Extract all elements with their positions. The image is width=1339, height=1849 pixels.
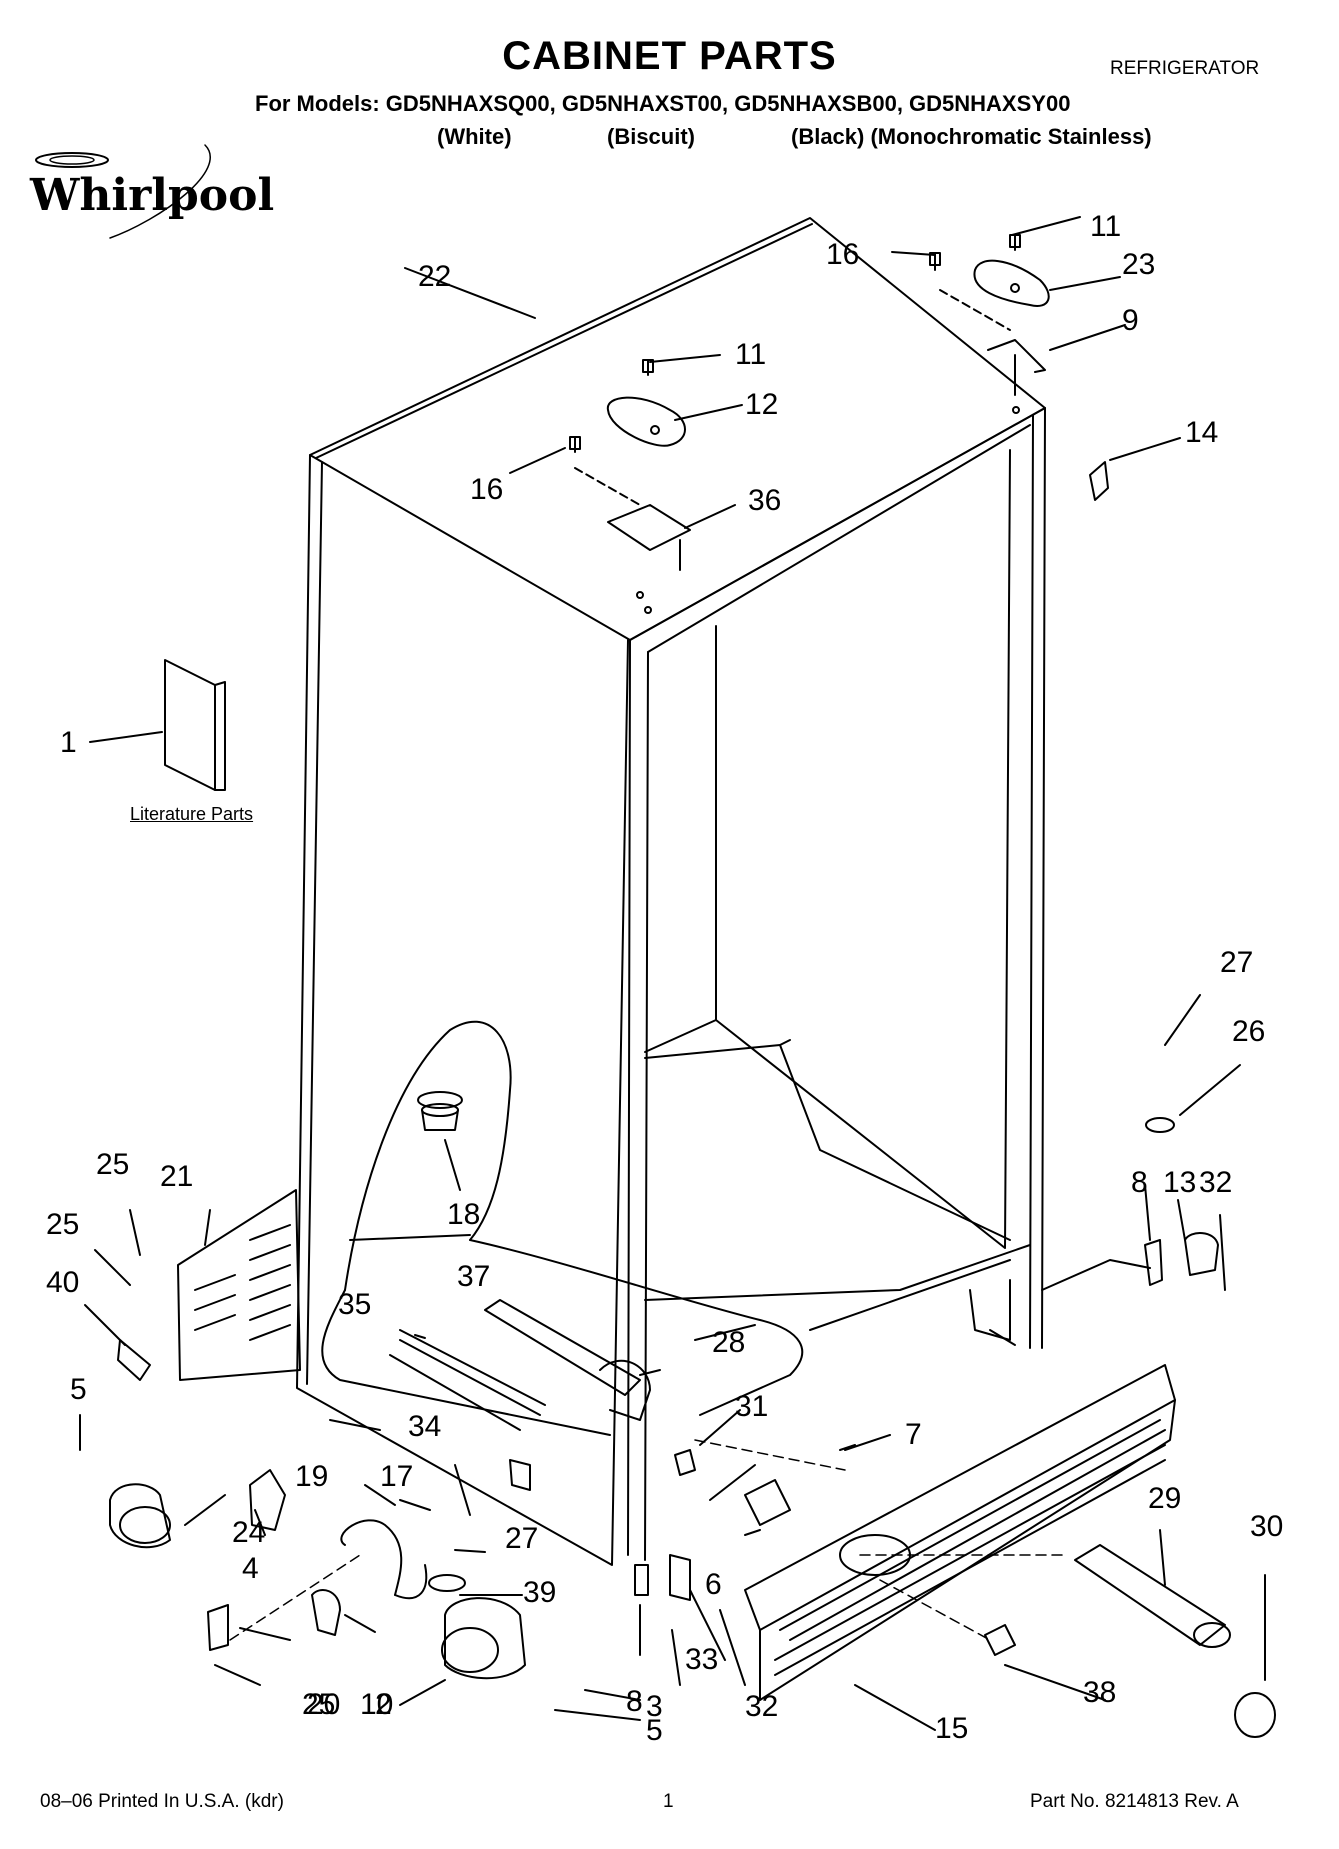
callout-5: 5 bbox=[70, 1373, 87, 1406]
literature-booklet bbox=[164, 659, 226, 791]
lower-hardware-right bbox=[634, 1117, 1219, 1601]
callout-3: 3 bbox=[646, 1690, 663, 1723]
callout-5-lower: 5 bbox=[646, 1714, 663, 1747]
callout-8: 8 bbox=[1131, 1166, 1148, 1199]
callout-35: 35 bbox=[338, 1288, 372, 1321]
color-biscuit: (Biscuit) bbox=[607, 124, 695, 149]
leader-lines bbox=[79, 216, 1266, 1731]
callout-27-lower: 27 bbox=[505, 1522, 539, 1555]
callout-27-right: 27 bbox=[1220, 946, 1254, 979]
callout-20: 20 bbox=[307, 1688, 341, 1721]
rear-vent-panel bbox=[117, 1189, 301, 1381]
callout-14: 14 bbox=[1185, 416, 1219, 449]
callout-39: 39 bbox=[523, 1576, 557, 1609]
top-hinge-center bbox=[569, 359, 691, 614]
callout-37: 37 bbox=[457, 1260, 491, 1293]
top-hinge-right bbox=[929, 234, 1050, 414]
callout-9: 9 bbox=[1122, 304, 1139, 337]
callout-16-top: 16 bbox=[826, 238, 860, 271]
callout-1: 1 bbox=[60, 726, 77, 759]
callout-13: 13 bbox=[1163, 1166, 1197, 1199]
part-14-clip bbox=[1089, 461, 1109, 501]
callout-25-bottom: 25 bbox=[302, 1688, 336, 1721]
callout-23: 23 bbox=[1122, 248, 1156, 281]
callout-8-lower: 8 bbox=[626, 1685, 643, 1718]
callout-31: 31 bbox=[735, 1390, 769, 1423]
callout-2: 2 bbox=[375, 1688, 392, 1721]
callout-28: 28 bbox=[712, 1326, 746, 1359]
callout-4: 4 bbox=[242, 1552, 259, 1585]
assembly-lines bbox=[229, 1439, 1066, 1641]
callout-6: 6 bbox=[705, 1568, 722, 1601]
callout-26: 26 bbox=[1232, 1015, 1266, 1048]
lower-hardware-center bbox=[207, 1519, 466, 1651]
callout-11-center: 11 bbox=[735, 338, 767, 371]
callout-7: 7 bbox=[905, 1418, 922, 1451]
color-white: (White) bbox=[437, 124, 512, 149]
callout-18: 18 bbox=[447, 1198, 481, 1231]
part-18-grommet bbox=[417, 1091, 463, 1131]
callout-22: 22 bbox=[418, 260, 452, 293]
appliance-category: REFRIGERATOR bbox=[1110, 58, 1260, 79]
base-grille bbox=[744, 1364, 1176, 1701]
callout-19: 19 bbox=[295, 1460, 329, 1493]
cutaway-hardware bbox=[389, 1299, 696, 1491]
callout-25-top: 25 bbox=[96, 1148, 130, 1181]
callout-32-lower: 32 bbox=[745, 1690, 779, 1723]
callout-30: 30 bbox=[1250, 1510, 1284, 1543]
callout-29: 29 bbox=[1148, 1482, 1182, 1515]
page-number: 1 bbox=[663, 1791, 674, 1812]
callout-11-top: 11 bbox=[1090, 210, 1122, 243]
callout-15: 15 bbox=[935, 1712, 969, 1745]
callout-34: 34 bbox=[408, 1410, 442, 1443]
cabinet-body bbox=[296, 217, 1151, 1566]
water-filter bbox=[984, 1544, 1276, 1738]
callout-10: 10 bbox=[360, 1688, 394, 1721]
callout-21: 21 bbox=[160, 1160, 194, 1193]
callout-12: 12 bbox=[745, 388, 779, 421]
callout-40: 40 bbox=[46, 1266, 80, 1299]
callout-36: 36 bbox=[748, 484, 782, 517]
page-title: CABINET PARTS bbox=[502, 34, 837, 78]
whirlpool-logo: Whirlpool bbox=[29, 144, 274, 239]
part-number: Part No. 8214813 Rev. A bbox=[1030, 1791, 1239, 1812]
callout-33: 33 bbox=[685, 1643, 719, 1676]
callout-24: 24 bbox=[232, 1516, 266, 1549]
models-line: For Models: GD5NHAXSQ00, GD5NHAXST00, GD… bbox=[255, 91, 1071, 116]
callout-38: 38 bbox=[1083, 1676, 1117, 1709]
print-info: 08–06 Printed In U.S.A. (kdr) bbox=[40, 1791, 284, 1812]
callout-25-middle: 25 bbox=[46, 1208, 80, 1241]
callout-16-center: 16 bbox=[470, 473, 504, 506]
cutaway-view bbox=[321, 1020, 804, 1436]
lower-hardware-left bbox=[109, 1469, 526, 1680]
callout-17: 17 bbox=[380, 1460, 414, 1493]
logo-wordmark: Whirlpool bbox=[29, 170, 274, 221]
callout-32-right: 32 bbox=[1199, 1166, 1233, 1199]
color-black-stainless: (Black) (Monochromatic Stainless) bbox=[791, 124, 1152, 149]
literature-parts-label: Literature Parts bbox=[130, 804, 254, 824]
